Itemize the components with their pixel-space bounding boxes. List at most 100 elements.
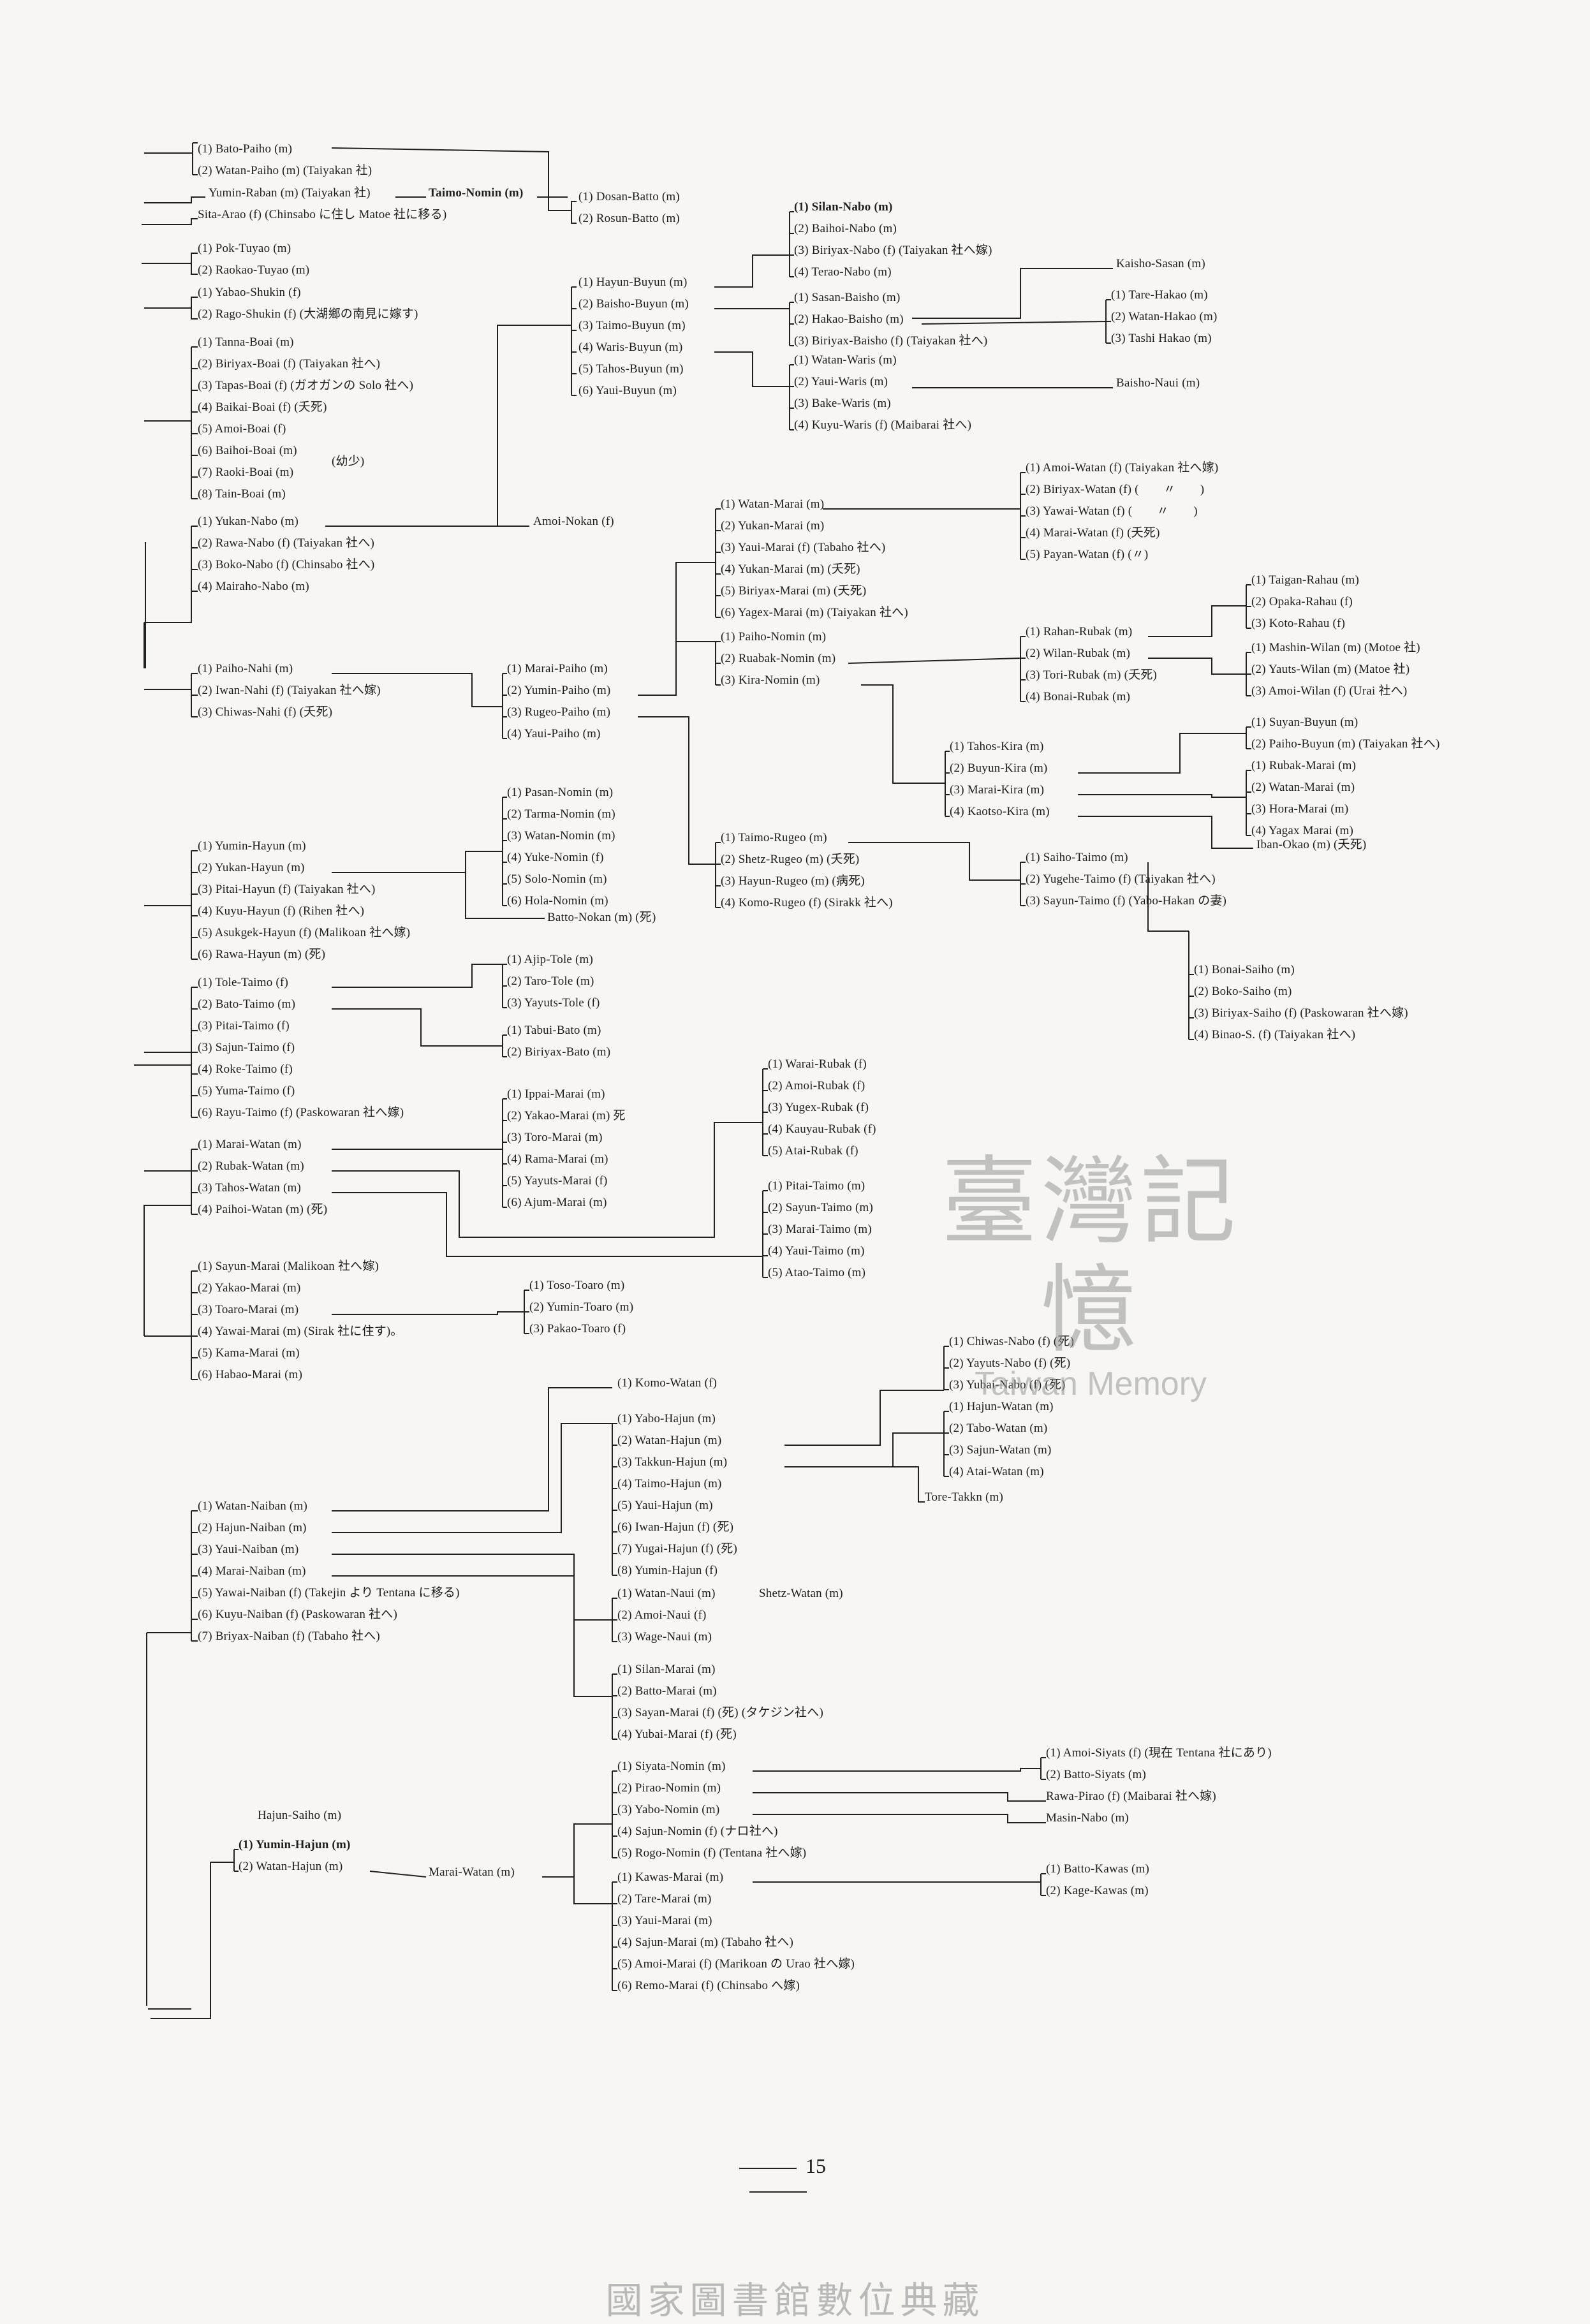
person-label: (5) Kama-Marai (m) (198, 1346, 300, 1360)
connector-line (332, 1008, 503, 1047)
connector-line (638, 642, 677, 696)
person-label: (1) Silan-Nabo (m) (794, 200, 893, 214)
person-label: (1) Toso-Toaro (m) (529, 1279, 625, 1292)
person-label: (2) Watan-Paiho (m) (Taiyakan 社) (198, 164, 372, 177)
person-label: (3) Yayuts-Tole (f) (507, 996, 600, 1010)
connector-line (497, 325, 571, 526)
person-label: Kaisho-Sasan (m) (1116, 257, 1205, 270)
person-label: (2) Biriyax-Watan (f) ( 〃 ) (1026, 483, 1205, 496)
person-label: (2) Buyun-Kira (m) (950, 761, 1048, 775)
person-label: (7) Raoki-Boai (m) (198, 466, 294, 479)
person-label: (1) Warai-Rubak (f) (768, 1057, 867, 1071)
person-label: (6) Rawa-Hayun (m) (死) (198, 948, 326, 961)
person-label: Tore-Takkn (m) (925, 1490, 1004, 1504)
person-label: (2) Bato-Taimo (m) (198, 997, 296, 1011)
connector-line (332, 1122, 763, 1238)
person-label: Taimo-Nomin (m) (429, 186, 524, 200)
person-label: (4) Binao-S. (f) (Taiyakan 社へ) (1194, 1028, 1356, 1041)
person-label: (2) Opaka-Rahau (f) (1251, 595, 1353, 608)
person-label: (3) Tahos-Watan (m) (198, 1181, 302, 1195)
person-label: (幼少) (332, 455, 365, 468)
person-label: (5) Solo-Nomin (m) (507, 872, 607, 886)
connector-line (784, 1466, 925, 1503)
person-label: (2) Batto-Siyats (m) (1046, 1768, 1147, 1781)
connector-line (1147, 862, 1189, 932)
person-label: (4) Bonai-Rubak (m) (1026, 690, 1131, 703)
person-label: (1) Saiho-Taimo (m) (1026, 851, 1128, 864)
person-label: Sita-Arao (f) (Chinsabo に住し Matoe 社に移る) (198, 208, 447, 221)
person-label: (4) Yawai-Marai (m) (Sirak 社に住す)。 (198, 1325, 403, 1338)
connector-line (753, 1768, 1041, 1772)
person-label: (1) Tabui-Bato (m) (507, 1024, 601, 1037)
person-label: (6) Rayu-Taimo (f) (Paskowaran 社へ嫁) (198, 1106, 404, 1119)
person-label: (4) Yukan-Marai (m) (夭死) (721, 563, 860, 576)
connector-line (714, 351, 790, 387)
person-label: (1) Batto-Kawas (m) (1046, 1862, 1150, 1876)
connector-line (144, 1205, 191, 1336)
connector-line (144, 297, 198, 309)
person-label: (3) Boko-Nabo (f) (Chinsabo 社へ) (198, 558, 375, 571)
connector-line (1148, 658, 1246, 675)
person-label: (1) Marai-Paiho (m) (507, 662, 608, 675)
person-label: (4) Kuyu-Waris (f) (Maibarai 社へ) (794, 418, 972, 432)
person-label: (3) Koto-Rahau (f) (1251, 617, 1346, 630)
person-label: (2) Amoi-Rubak (f) (768, 1079, 865, 1092)
person-label: (1) Paiho-Nahi (m) (198, 662, 293, 675)
person-label: (7) Briyax-Naiban (f) (Tabaho 社へ) (198, 1629, 380, 1643)
connector-line (142, 218, 198, 225)
person-label: (1) Pitai-Taimo (m) (768, 1179, 865, 1193)
person-label: (2) Baisho-Buyun (m) (578, 297, 689, 311)
connector-line (331, 147, 577, 211)
person-label: (3) Rugeo-Paiho (m) (507, 705, 611, 719)
person-label: (1) Watan-Naiban (m) (198, 1499, 307, 1513)
person-label: (3) Hora-Marai (m) (1251, 802, 1349, 816)
connector-line (571, 210, 577, 224)
person-label: (2) Yakao-Marai (m) (198, 1281, 301, 1295)
person-label: (3) Kira-Nomin (m) (721, 673, 820, 687)
person-label: (1) Watan-Marai (m) (721, 497, 825, 511)
person-label: (1) Chiwas-Nabo (f) (死) (949, 1335, 1075, 1348)
connector-line (675, 562, 716, 682)
person-label: (5) Rogo-Nomin (f) (Tentana 社へ嫁) (617, 1846, 807, 1860)
connector-line (144, 196, 205, 203)
person-label: (1) Ajip-Tole (m) (507, 953, 594, 966)
person-label: Batto-Nokan (m) (死) (547, 911, 656, 924)
person-label: (1) Marai-Watan (m) (198, 1138, 302, 1151)
person-label: (8) Tain-Boai (m) (198, 487, 286, 501)
person-label: (3) Yaui-Marai (m) (617, 1914, 712, 1927)
person-label: (4) Yaui-Taimo (m) (768, 1244, 865, 1258)
person-label: (5) Yayuts-Marai (f) (507, 1174, 608, 1188)
person-label: (1) Komo-Watan (f) (617, 1376, 718, 1390)
person-label: (3) Biriyax-Baisho (f) (Taiyakan 社へ) (794, 334, 988, 348)
person-label: (2) Tabo-Watan (m) (949, 1422, 1048, 1435)
connector-line (921, 321, 1107, 325)
person-label: (2) Raokao-Tuyao (m) (198, 263, 310, 277)
person-label: (1) Amoi-Siyats (f) (現在 Tentana 社にあり) (1046, 1746, 1272, 1760)
connector-line (332, 1311, 524, 1315)
person-label: (4) Waris-Buyun (m) (578, 341, 683, 354)
connector-line (332, 1387, 612, 1511)
connector-line (369, 1871, 427, 1878)
person-label: (5) Amoi-Marai (f) (Marikoan の Urao 社へ嫁) (617, 1957, 855, 1971)
person-label: Amoi-Nokan (f) (533, 515, 614, 528)
person-label: (2) Yakao-Marai (m) 死 (507, 1109, 626, 1122)
person-label: (5) Atai-Rubak (f) (768, 1144, 858, 1158)
person-label: (1) Rubak-Marai (m) (1251, 759, 1357, 772)
person-label: (2) Watan-Hajun (m) (617, 1434, 722, 1447)
person-label: (1) Tanna-Boai (m) (198, 335, 294, 349)
person-label: (4) Sajun-Marai (m) (Tabaho 社へ) (617, 1936, 794, 1949)
person-label: (3) Sajun-Watan (m) (949, 1443, 1052, 1457)
connector-line (144, 591, 192, 623)
person-label: (3) Yugex-Rubak (f) (768, 1101, 869, 1114)
connector-line (332, 1423, 612, 1533)
person-label: (1) Kawas-Marai (m) (617, 1871, 724, 1884)
person-label: (4) Marai-Naiban (m) (198, 1564, 306, 1578)
person-label: (1) Suyan-Buyun (m) (1251, 716, 1358, 729)
person-label: (1) Silan-Marai (m) (617, 1663, 716, 1676)
connector-line (465, 851, 503, 872)
person-label: (6) Yaui-Buyun (m) (578, 384, 677, 397)
person-label: (4) Atai-Watan (m) (949, 1465, 1044, 1478)
person-label: (1) Dosan-Batto (m) (578, 190, 680, 203)
person-label: (4) Kauyau-Rubak (f) (768, 1122, 876, 1136)
person-label: (4) Yagax Marai (m) (1251, 824, 1353, 837)
